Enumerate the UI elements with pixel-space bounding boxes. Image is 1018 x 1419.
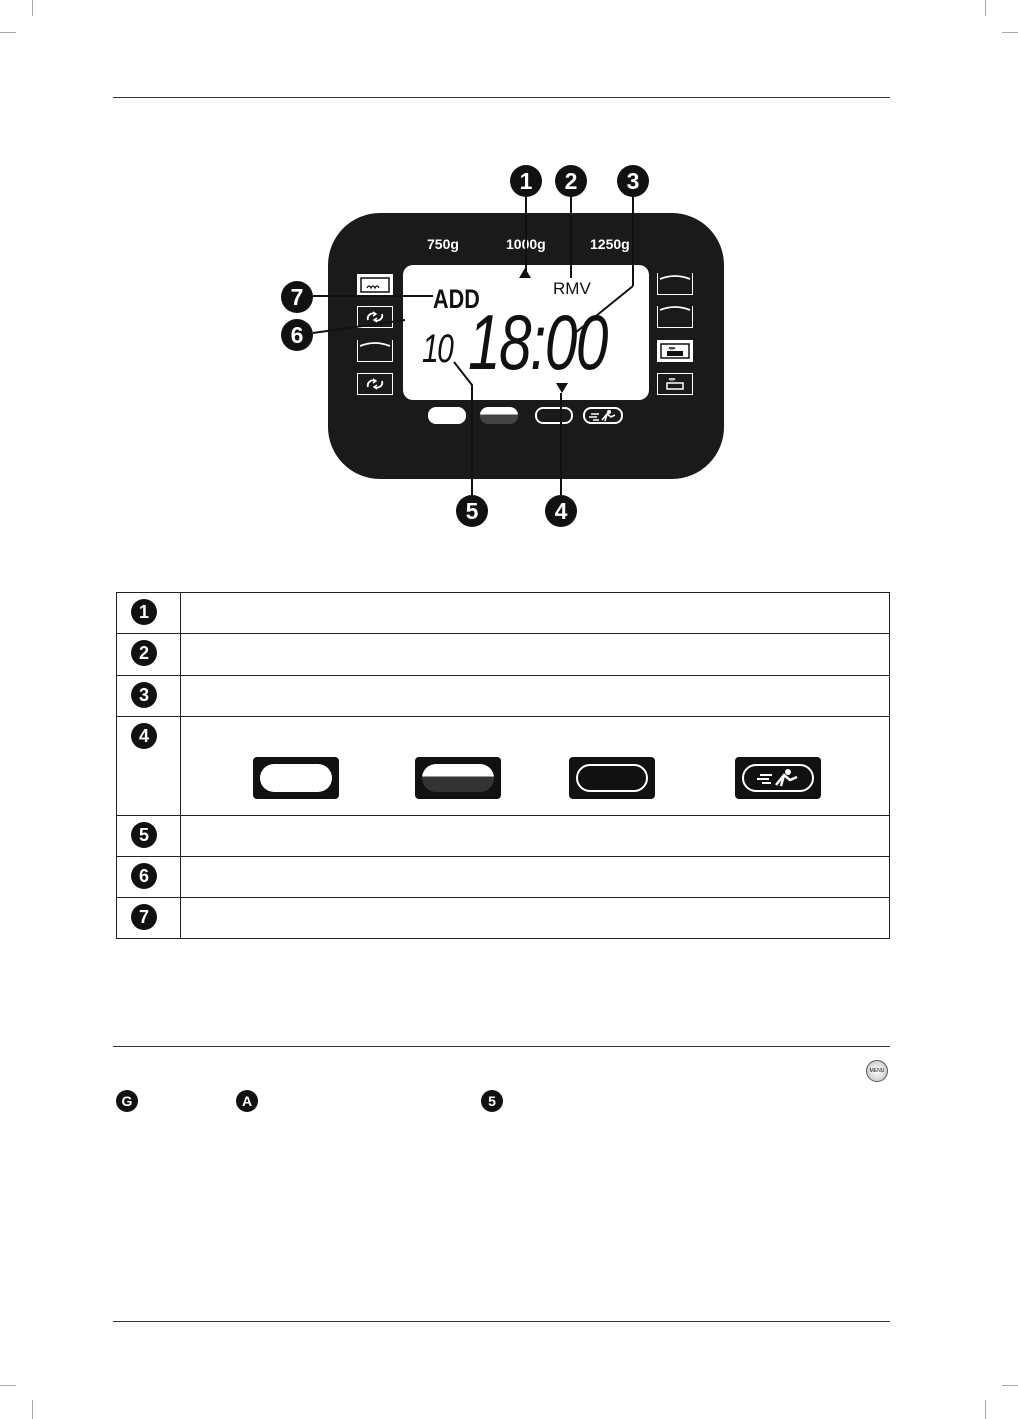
rapid-runner-icon xyxy=(589,410,616,422)
bake-icon xyxy=(657,340,693,362)
callout-3: 3 xyxy=(617,165,649,197)
leader-lines xyxy=(312,285,634,498)
lcd-screen xyxy=(403,265,649,400)
knead-icon xyxy=(357,306,393,328)
rapid-indicator xyxy=(583,407,623,424)
leader-line-2 xyxy=(570,196,572,278)
legend-row: 7 xyxy=(116,897,890,939)
header-rule xyxy=(113,97,890,98)
legend-num-3: 3 xyxy=(131,682,157,708)
callout-7: 7 xyxy=(281,281,313,313)
knead-icon-2 xyxy=(357,373,393,395)
legend-text-3 xyxy=(180,675,890,717)
crop-mark xyxy=(0,1385,16,1386)
rapid-chip xyxy=(735,757,821,799)
medium-crust-indicator xyxy=(480,407,518,424)
arrow-left-icon xyxy=(407,313,417,325)
menu-icon: MENU xyxy=(866,1060,888,1082)
legend-num-5: 5 xyxy=(131,822,157,848)
crop-mark xyxy=(32,0,33,16)
weight-arrow-up-icon xyxy=(519,268,531,278)
keep-warm-icon xyxy=(657,373,693,395)
menu-icon-label: MENU xyxy=(869,1068,885,1074)
callout-5: 5 xyxy=(456,495,488,527)
leader-line-1 xyxy=(525,196,527,271)
legend-row: 2 xyxy=(116,633,890,676)
crop-mark xyxy=(985,0,986,16)
callout-2: 2 xyxy=(555,165,587,197)
dark-crust-indicator xyxy=(535,407,573,424)
leader-line-3 xyxy=(632,196,634,286)
legend-row: 6 xyxy=(116,856,890,898)
bottom-rule xyxy=(113,1321,890,1322)
rise-icon xyxy=(357,340,393,362)
legend-row: 1 xyxy=(116,592,890,634)
callout-1: 1 xyxy=(510,165,542,197)
dark-crust-chip xyxy=(569,757,655,799)
add-indicator: ADD xyxy=(433,284,480,314)
legend-text-5 xyxy=(180,815,890,857)
weight-label-750: 750g xyxy=(427,236,459,252)
crop-mark xyxy=(0,32,16,33)
badge-a: A xyxy=(236,1090,258,1112)
pan-medium-icon xyxy=(657,306,693,328)
legend-text-2 xyxy=(180,633,890,676)
legend-row: 3 xyxy=(116,675,890,717)
legend-text-7 xyxy=(180,897,890,939)
medium-crust-chip xyxy=(415,757,501,799)
legend-num-4: 4 xyxy=(131,723,157,749)
footer-section-rule xyxy=(113,1046,890,1047)
legend-row: 5 xyxy=(116,815,890,857)
legend-num-2: 2 xyxy=(131,640,157,666)
light-crust-indicator xyxy=(428,407,466,424)
crop-mark xyxy=(32,1400,33,1419)
legend-text-1 xyxy=(180,592,890,634)
legend-text-6 xyxy=(180,856,890,898)
program-number: 10 xyxy=(422,327,454,371)
rmv-indicator: RMV xyxy=(553,279,591,298)
crop-mark xyxy=(985,1400,986,1419)
light-crust-chip xyxy=(253,757,339,799)
badge-g: G xyxy=(116,1090,138,1112)
pan-light-icon xyxy=(657,273,693,295)
legend-num-7: 7 xyxy=(131,904,157,930)
crop-mark xyxy=(1002,32,1018,33)
callout-6: 6 xyxy=(281,319,313,351)
arrow-down-icon xyxy=(556,383,568,393)
weight-label-1250: 1250g xyxy=(590,236,630,252)
crop-mark xyxy=(1002,1385,1018,1386)
badge-5: 5 xyxy=(481,1090,503,1112)
legend-num-1: 1 xyxy=(131,599,157,625)
rapid-runner-icon xyxy=(757,769,798,787)
legend-num-6: 6 xyxy=(131,863,157,889)
time-display: 18:00 xyxy=(468,298,608,386)
callout-4: 4 xyxy=(545,495,577,527)
